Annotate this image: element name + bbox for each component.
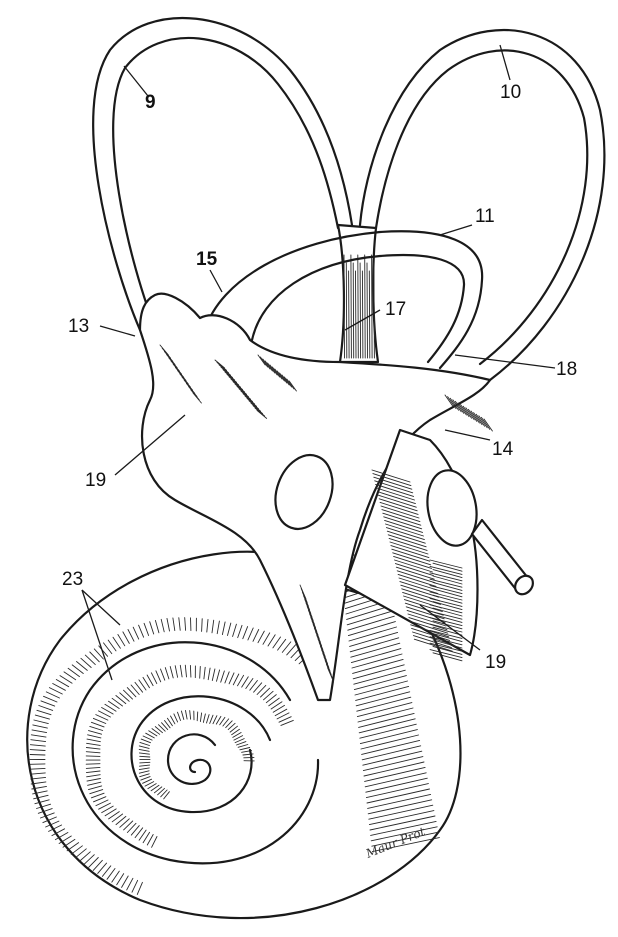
hatch-stroke: [365, 255, 366, 358]
label-19-saccule: 19: [485, 652, 506, 673]
label-13: 13: [68, 316, 89, 337]
hatch-stroke: [190, 665, 191, 677]
hatch-stroke: [349, 271, 350, 358]
hatch-stroke: [360, 263, 361, 358]
hatch-stroke: [367, 263, 368, 358]
endolymphatic-duct: [472, 520, 537, 598]
label-19-vestibule: 19: [85, 470, 106, 491]
label-15: 15: [196, 249, 218, 270]
label-23: 23: [62, 569, 83, 590]
hatch-stroke: [351, 255, 352, 358]
hatch-stroke: [140, 762, 150, 763]
superior-canal: [93, 18, 352, 335]
label-18: 18: [556, 359, 577, 380]
hatch-stroke: [197, 712, 198, 721]
hatch-stroke: [372, 255, 373, 358]
hatch-stroke: [202, 619, 203, 632]
hatch-stroke: [356, 271, 357, 358]
hatch-stroke: [344, 255, 345, 358]
label-11: 11: [475, 206, 495, 227]
hatch-stroke: [374, 263, 375, 358]
label-10: 10: [500, 82, 521, 103]
label-9: 9: [145, 92, 156, 113]
hatch-stroke: [362, 271, 363, 358]
hatch-stroke: [353, 263, 354, 358]
hatch-stroke: [30, 755, 45, 756]
hatch-stroke: [346, 263, 347, 358]
label-17: 17: [385, 299, 406, 320]
hatch-stroke: [369, 271, 370, 358]
hatch-stroke: [200, 667, 201, 679]
hatch-stroke: [86, 756, 100, 757]
hatch-stroke: [86, 764, 100, 765]
label-14: 14: [492, 439, 514, 460]
posterior-canal: [360, 30, 604, 380]
crus-commune: [338, 225, 378, 362]
hatch-stroke: [358, 255, 359, 358]
